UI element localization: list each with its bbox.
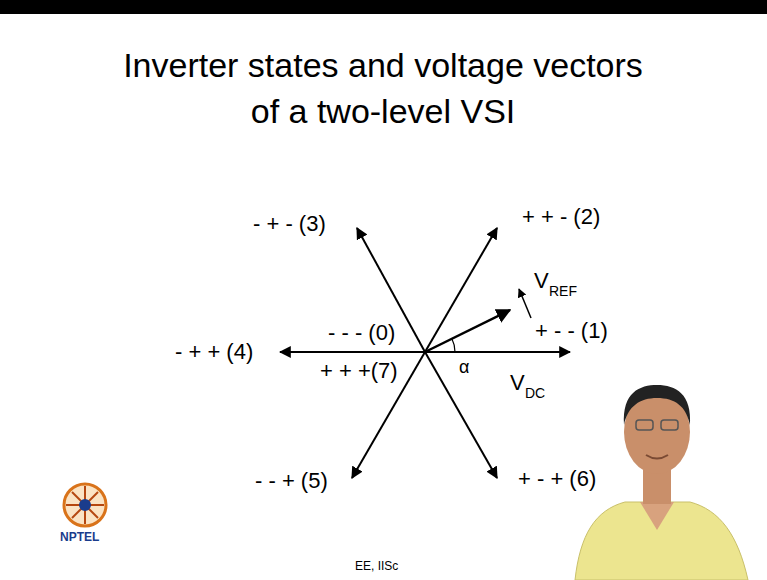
state-label: + - + (6) xyxy=(518,468,596,490)
rotation-arrow xyxy=(519,289,531,318)
state-label: + + +(7) xyxy=(320,360,398,382)
state-label: + + - (2) xyxy=(522,206,600,228)
slide-title: Inverter states and voltage vectors of a… xyxy=(113,42,653,134)
top-band xyxy=(0,0,767,14)
nptel-logo xyxy=(64,484,106,526)
footer-text: EE, IISc xyxy=(355,560,398,572)
state-label: - - - (0) xyxy=(328,322,395,344)
vector-6 xyxy=(425,352,497,478)
vector-subscript: DC xyxy=(525,386,545,400)
reference-vector xyxy=(425,310,510,352)
state-label: - + + (4) xyxy=(175,341,253,363)
vector-subscript: REF xyxy=(549,284,577,298)
state-label: - - + (5) xyxy=(255,470,328,492)
state-label: + - - (1) xyxy=(535,320,608,342)
voltage-vectors xyxy=(280,228,570,478)
vector-1 xyxy=(425,351,570,353)
presenter-figure xyxy=(575,385,748,580)
vector-symbol: V xyxy=(510,372,525,394)
angle-arc xyxy=(452,339,455,352)
vector-symbol: V xyxy=(534,270,549,292)
logo-text: NPTEL xyxy=(60,531,99,543)
state-label: - + - (3) xyxy=(253,213,326,235)
angle-symbol: α xyxy=(459,358,469,376)
vector-4 xyxy=(280,351,425,353)
